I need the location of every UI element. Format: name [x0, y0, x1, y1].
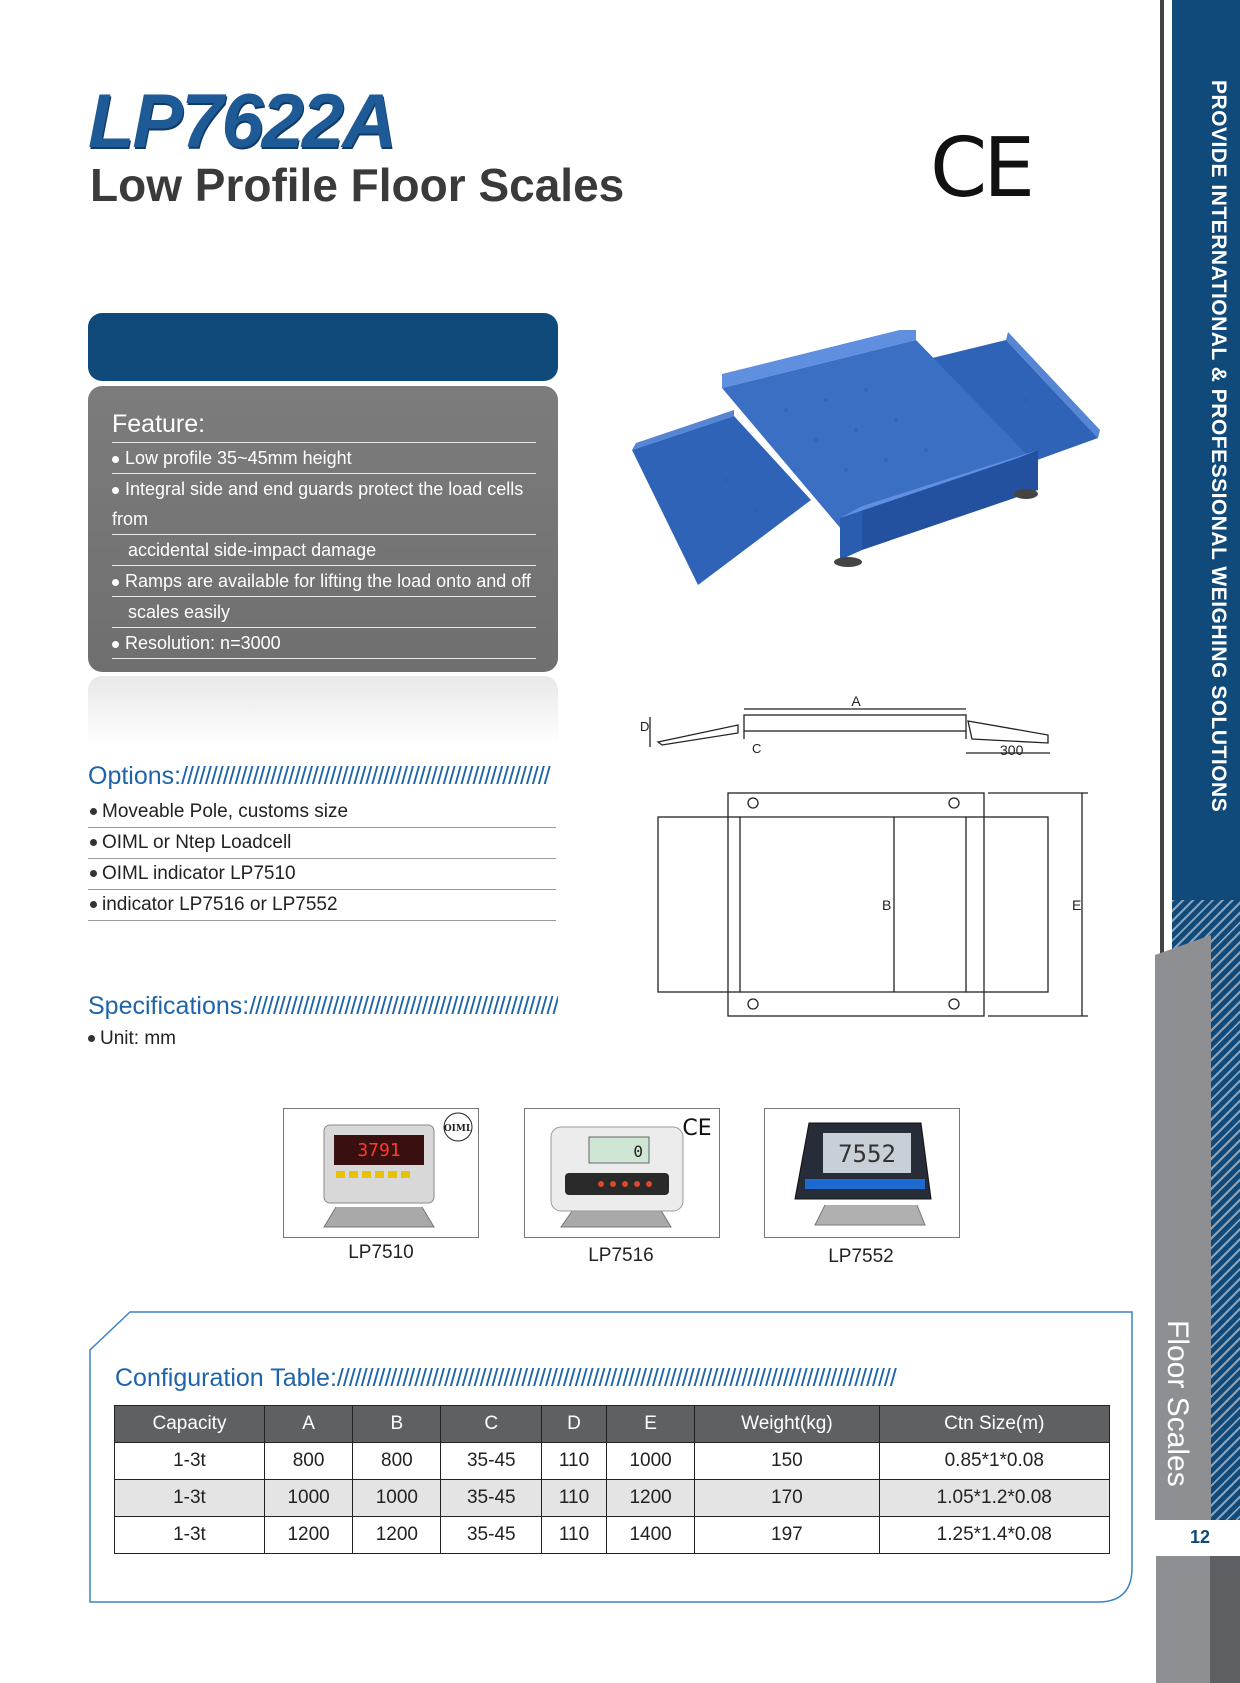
dimension-a-label: A [851, 695, 861, 709]
indicator-label-lp7552: LP7552 [828, 1246, 894, 1267]
table-cell: 110 [541, 1479, 607, 1517]
options-heading: Options:////////////////////////////////… [88, 762, 551, 790]
table-cell: 800 [352, 1442, 442, 1480]
bullet-icon [112, 486, 119, 494]
indicator-lp7516-image: 0 CE [550, 1116, 712, 1228]
feature-list: Low profile 35~45mm height Integral side… [112, 442, 536, 659]
table-cell: 35-45 [440, 1442, 543, 1480]
product-title: Low Profile Floor Scales [90, 159, 625, 211]
dimension-drawing: A D C 300 B E [640, 695, 1088, 1017]
bullet-icon [90, 839, 97, 847]
table-row: 1-3t 1000 1000 35-45 110 1200 170 1.05*1… [114, 1479, 1111, 1517]
config-table-heading: Configuration Table:////////////////////… [115, 1364, 897, 1392]
indicator-card-lp7552: 7552 [764, 1108, 960, 1238]
feature-item-continued: accidental side-impact damage [112, 534, 536, 565]
feature-panel-reflection [88, 676, 558, 746]
table-cell: 0.85*1*0.08 [878, 1442, 1111, 1480]
table-cell: 1200 [352, 1516, 442, 1554]
table-cell: 170 [694, 1479, 880, 1517]
bullet-icon [112, 455, 119, 463]
unit-note: Unit: mm [88, 1028, 176, 1050]
column-header: Ctn Size(m) [878, 1405, 1111, 1443]
option-item: indicator LP7516 or LP7552 [88, 890, 556, 921]
table-cell: 1-3t [114, 1442, 265, 1480]
dimension-c-label: C [752, 741, 761, 756]
table-cell: 1.05*1.2*0.08 [878, 1479, 1111, 1517]
indicator-lp7552-image: 7552 [794, 1122, 932, 1226]
bullet-icon [88, 1035, 95, 1043]
ce-badge: CE [682, 1116, 711, 1141]
column-header: E [605, 1405, 696, 1443]
config-table-frame [89, 1311, 1133, 1603]
bullet-icon [90, 901, 97, 909]
sidebar-tagline: PROVIDE INTERNATIONAL & PROFESSIONAL WEI… [1207, 80, 1230, 813]
table-cell: 1000 [605, 1442, 696, 1480]
product-model: LP7622A [88, 79, 397, 164]
dimension-e-label: E [1072, 897, 1081, 913]
section-tab [1155, 935, 1211, 1520]
table-cell: 1-3t [114, 1479, 265, 1517]
table-cell: 800 [263, 1442, 354, 1480]
indicator-lp7510-image: 3791 OIML [323, 1112, 473, 1228]
feature-item: Integral side and end guards protect the… [112, 473, 536, 534]
table-cell: 1200 [605, 1479, 696, 1517]
bullet-icon [112, 578, 119, 586]
column-header: C [440, 1405, 543, 1443]
table-cell: 1-3t [114, 1516, 265, 1554]
options-list: Moveable Pole, customs size OIML or Ntep… [88, 797, 556, 921]
dimension-ramp-label: 300 [1000, 742, 1024, 758]
feature-panel [88, 386, 558, 672]
feature-item-continued: scales easily [112, 596, 536, 627]
table-cell: 1400 [605, 1516, 696, 1554]
table-row: 1-3t 1200 1200 35-45 110 1400 197 1.25*1… [114, 1516, 1111, 1554]
feature-item: Low profile 35~45mm height [112, 442, 536, 473]
indicator-card-lp7516: 0 CE [524, 1108, 720, 1238]
table-cell: 1.25*1.4*0.08 [878, 1516, 1111, 1554]
indicator-display-readout: 7552 [838, 1140, 896, 1168]
ce-mark-logo: CE [930, 121, 1035, 216]
table-cell: 110 [541, 1516, 607, 1554]
dimension-b-label: B [882, 897, 891, 913]
table-cell: 197 [694, 1516, 880, 1554]
indicator-card-lp7510: 3791 OIML [283, 1108, 479, 1238]
column-header: A [263, 1405, 354, 1443]
feature-item: Ramps are available for lifting the load… [112, 565, 536, 596]
column-header: D [541, 1405, 607, 1443]
indicator-display-readout: 0 [633, 1142, 643, 1161]
table-cell: 1200 [263, 1516, 354, 1554]
sidebar-footer-dark [1210, 1556, 1240, 1683]
sidebar-divider [1160, 0, 1164, 1520]
option-item: OIML indicator LP7510 [88, 859, 556, 890]
specifications-heading: Specifications://///////////////////////… [88, 992, 558, 1020]
option-item: OIML or Ntep Loadcell [88, 828, 556, 859]
floor-scale-photo [632, 330, 1100, 585]
sidebar-footer-gray [1156, 1556, 1210, 1683]
table-header-row: Capacity A B C D E Weight(kg) Ctn Size(m… [114, 1405, 1111, 1443]
indicator-label-lp7510: LP7510 [348, 1242, 414, 1263]
table-row: 1-3t 800 800 35-45 110 1000 150 0.85*1*0… [114, 1442, 1111, 1480]
column-header: B [352, 1405, 442, 1443]
config-table: Capacity A B C D E Weight(kg) Ctn Size(m… [114, 1405, 1111, 1554]
table-cell: 110 [541, 1442, 607, 1480]
bullet-icon [112, 640, 119, 648]
feature-header-bar [88, 313, 558, 381]
feature-title: Feature: [112, 410, 206, 438]
bullet-icon [90, 870, 97, 878]
table-cell: 35-45 [440, 1516, 543, 1554]
dimension-d-label: D [640, 719, 649, 734]
table-cell: 1000 [263, 1479, 354, 1517]
page-number: 12 [1160, 1520, 1240, 1554]
oiml-badge: OIML [444, 1124, 473, 1134]
feature-item: Resolution: n=3000 [112, 627, 536, 659]
option-item: Moveable Pole, customs size [88, 797, 556, 828]
column-header: Capacity [114, 1405, 265, 1443]
indicator-label-lp7516: LP7516 [588, 1245, 654, 1266]
table-cell: 35-45 [440, 1479, 543, 1517]
section-tab-label: Floor Scales [1161, 1320, 1194, 1487]
table-cell: 1000 [352, 1479, 442, 1517]
column-header: Weight(kg) [694, 1405, 880, 1443]
bullet-icon [90, 808, 97, 816]
indicator-display-readout: 3791 [357, 1140, 400, 1161]
table-cell: 150 [694, 1442, 880, 1480]
